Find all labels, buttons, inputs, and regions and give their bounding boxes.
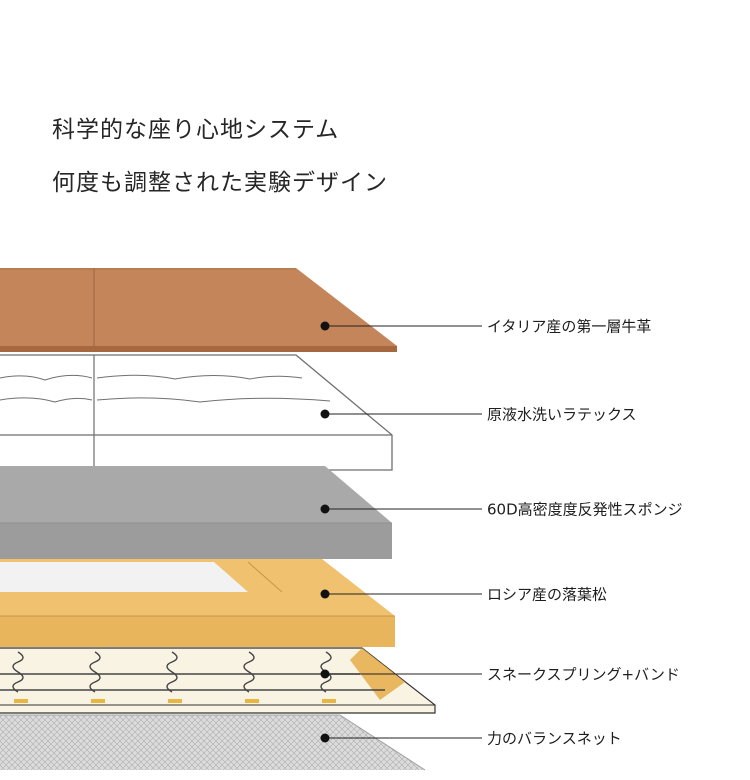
leader-dot-leather xyxy=(320,321,330,331)
leather-layer xyxy=(0,268,397,352)
leader-dot-springs xyxy=(320,669,330,679)
leader-dot-larch xyxy=(320,589,330,599)
leader-dot-net xyxy=(320,733,330,743)
layer-label-latex: 原液水洗いラテックス xyxy=(487,405,637,424)
heading-line-2: 何度も調整された実験デザイン xyxy=(52,170,388,196)
layer-label-net: 力のバランスネット xyxy=(487,729,622,748)
leader-lines xyxy=(320,321,482,743)
net-layer xyxy=(0,714,426,771)
leader-dot-sponge xyxy=(320,504,330,514)
latex-layer xyxy=(0,354,393,471)
heading-line-1: 科学的な座り心地システム xyxy=(52,117,340,143)
layer-label-sponge: 60D高密度度反発性スポンジ xyxy=(487,500,683,519)
layer-label-springs: スネークスプリング+バンド xyxy=(487,665,680,684)
leader-dot-latex xyxy=(320,409,330,419)
layer-label-leather: イタリア産の第一層牛革 xyxy=(487,317,652,336)
larch-layer xyxy=(0,559,395,647)
layer-label-larch: ロシア産の落葉松 xyxy=(487,585,608,604)
sponge-layer xyxy=(0,466,392,559)
springs-layer xyxy=(0,647,436,714)
